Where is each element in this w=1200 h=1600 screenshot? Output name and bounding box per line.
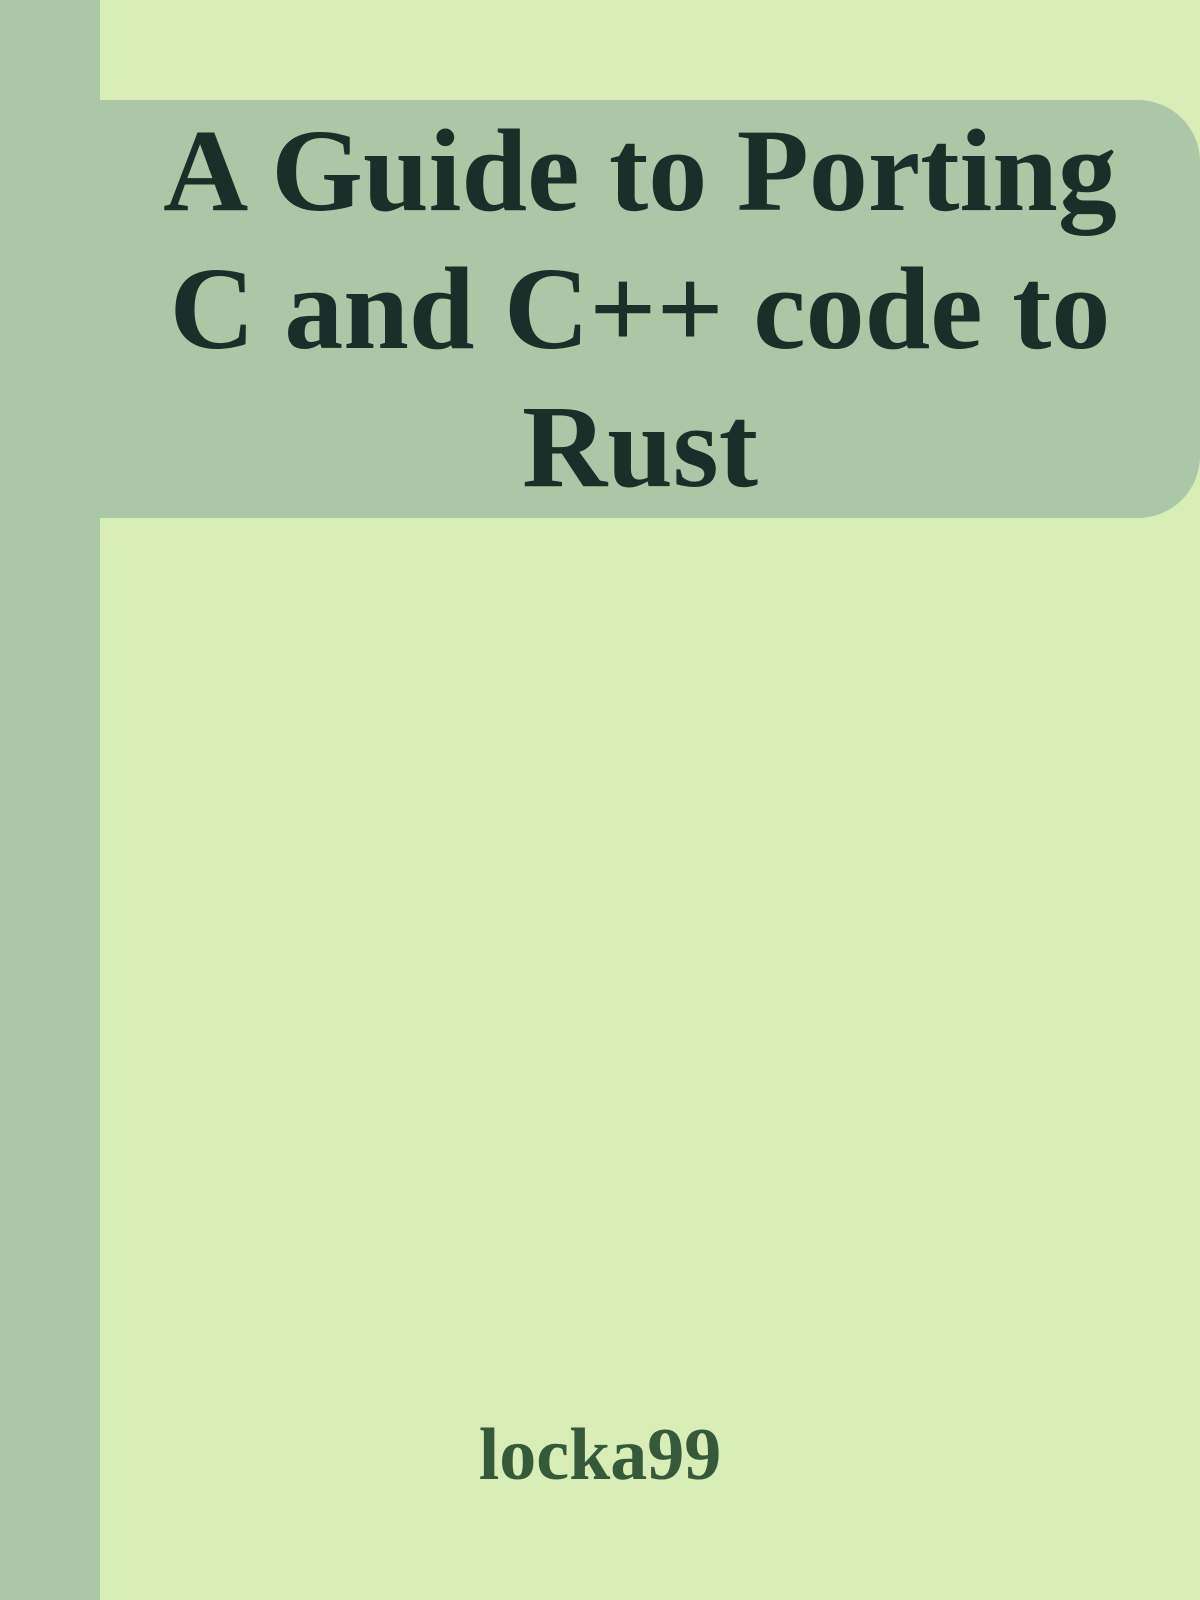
book-title: A Guide to Porting C and C++ code to Rus… — [163, 105, 1117, 512]
title-band: A Guide to Porting C and C++ code to Rus… — [100, 100, 1200, 518]
book-author: locka99 — [478, 1414, 722, 1496]
cover-spine-strip — [0, 0, 100, 1600]
